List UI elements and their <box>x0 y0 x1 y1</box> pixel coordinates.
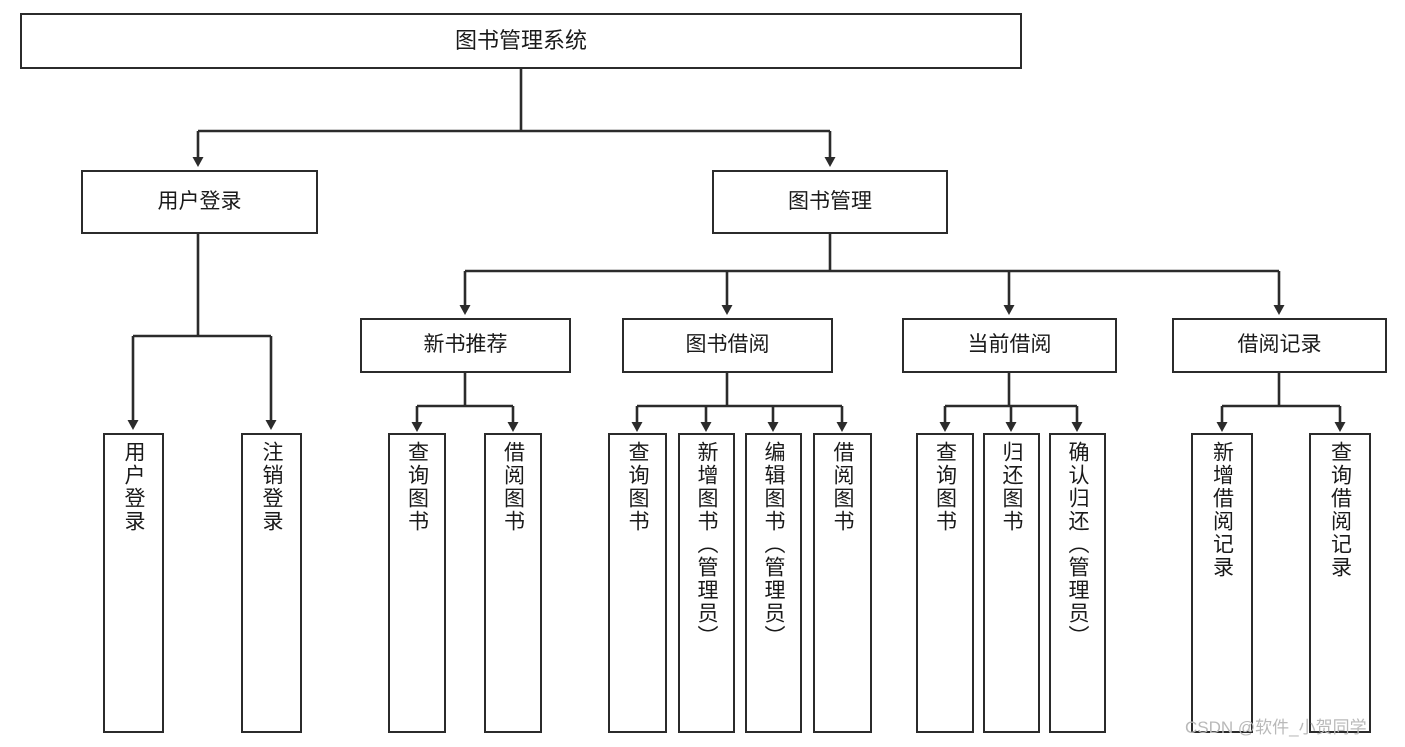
leaf-borrow-book[interactable]: 借阅图书 <box>813 433 872 733</box>
node-current-borrow[interactable]: 当前借阅 <box>902 318 1117 373</box>
leaf-query-book-borrow[interactable]: 查询图书 <box>608 433 667 733</box>
node-label: 当前借阅 <box>967 333 1052 357</box>
leaf-add-borrow-record[interactable]: 新增借阅记录 <box>1191 433 1253 733</box>
node-label: 新增借阅记录 <box>1210 441 1234 579</box>
leaf-edit-book-admin[interactable]: 编辑图书（管理员） <box>745 433 802 733</box>
node-book-borrow[interactable]: 图书借阅 <box>622 318 833 373</box>
node-label: 借阅记录 <box>1237 333 1322 357</box>
node-label: 图书管理系统 <box>454 28 587 54</box>
node-label: 查询图书 <box>405 441 429 533</box>
node-book-management[interactable]: 图书管理 <box>712 170 948 234</box>
node-borrow-record[interactable]: 借阅记录 <box>1172 318 1387 373</box>
leaf-query-borrow-record[interactable]: 查询借阅记录 <box>1309 433 1371 733</box>
node-label: 归还图书 <box>1000 441 1023 533</box>
node-label: 注销登录 <box>260 441 283 533</box>
node-root-book-management-system[interactable]: 图书管理系统 <box>20 13 1022 69</box>
node-label: 查询借阅记录 <box>1328 441 1352 579</box>
leaf-query-book-current[interactable]: 查询图书 <box>916 433 974 733</box>
node-label: 图书借阅 <box>685 333 770 357</box>
node-label: 查询图书 <box>626 441 649 533</box>
node-label: 借阅图书 <box>501 441 525 533</box>
leaf-query-book-recommend[interactable]: 查询图书 <box>388 433 446 733</box>
node-label: 新书推荐 <box>423 333 508 357</box>
node-label: 确认归还（管理员） <box>1066 441 1089 648</box>
node-label: 编辑图书（管理员） <box>762 441 785 648</box>
node-label: 用户登录 <box>122 441 145 533</box>
leaf-return-book[interactable]: 归还图书 <box>983 433 1040 733</box>
leaf-confirm-return-admin[interactable]: 确认归还（管理员） <box>1049 433 1106 733</box>
node-user-login[interactable]: 用户登录 <box>81 170 318 234</box>
node-label: 新增图书（管理员） <box>695 441 718 648</box>
leaf-add-book-admin[interactable]: 新增图书（管理员） <box>678 433 735 733</box>
node-label: 查询图书 <box>933 441 957 533</box>
node-label: 借阅图书 <box>831 441 854 533</box>
node-new-book-recommend[interactable]: 新书推荐 <box>360 318 571 373</box>
node-label: 用户登录 <box>157 189 242 213</box>
leaf-user-login[interactable]: 用户登录 <box>103 433 164 733</box>
node-label: 图书管理 <box>788 189 872 213</box>
leaf-logout-login[interactable]: 注销登录 <box>241 433 302 733</box>
leaf-borrow-book-recommend[interactable]: 借阅图书 <box>484 433 542 733</box>
watermark-text: CSDN @软件_小贺同学 <box>1185 718 1367 737</box>
